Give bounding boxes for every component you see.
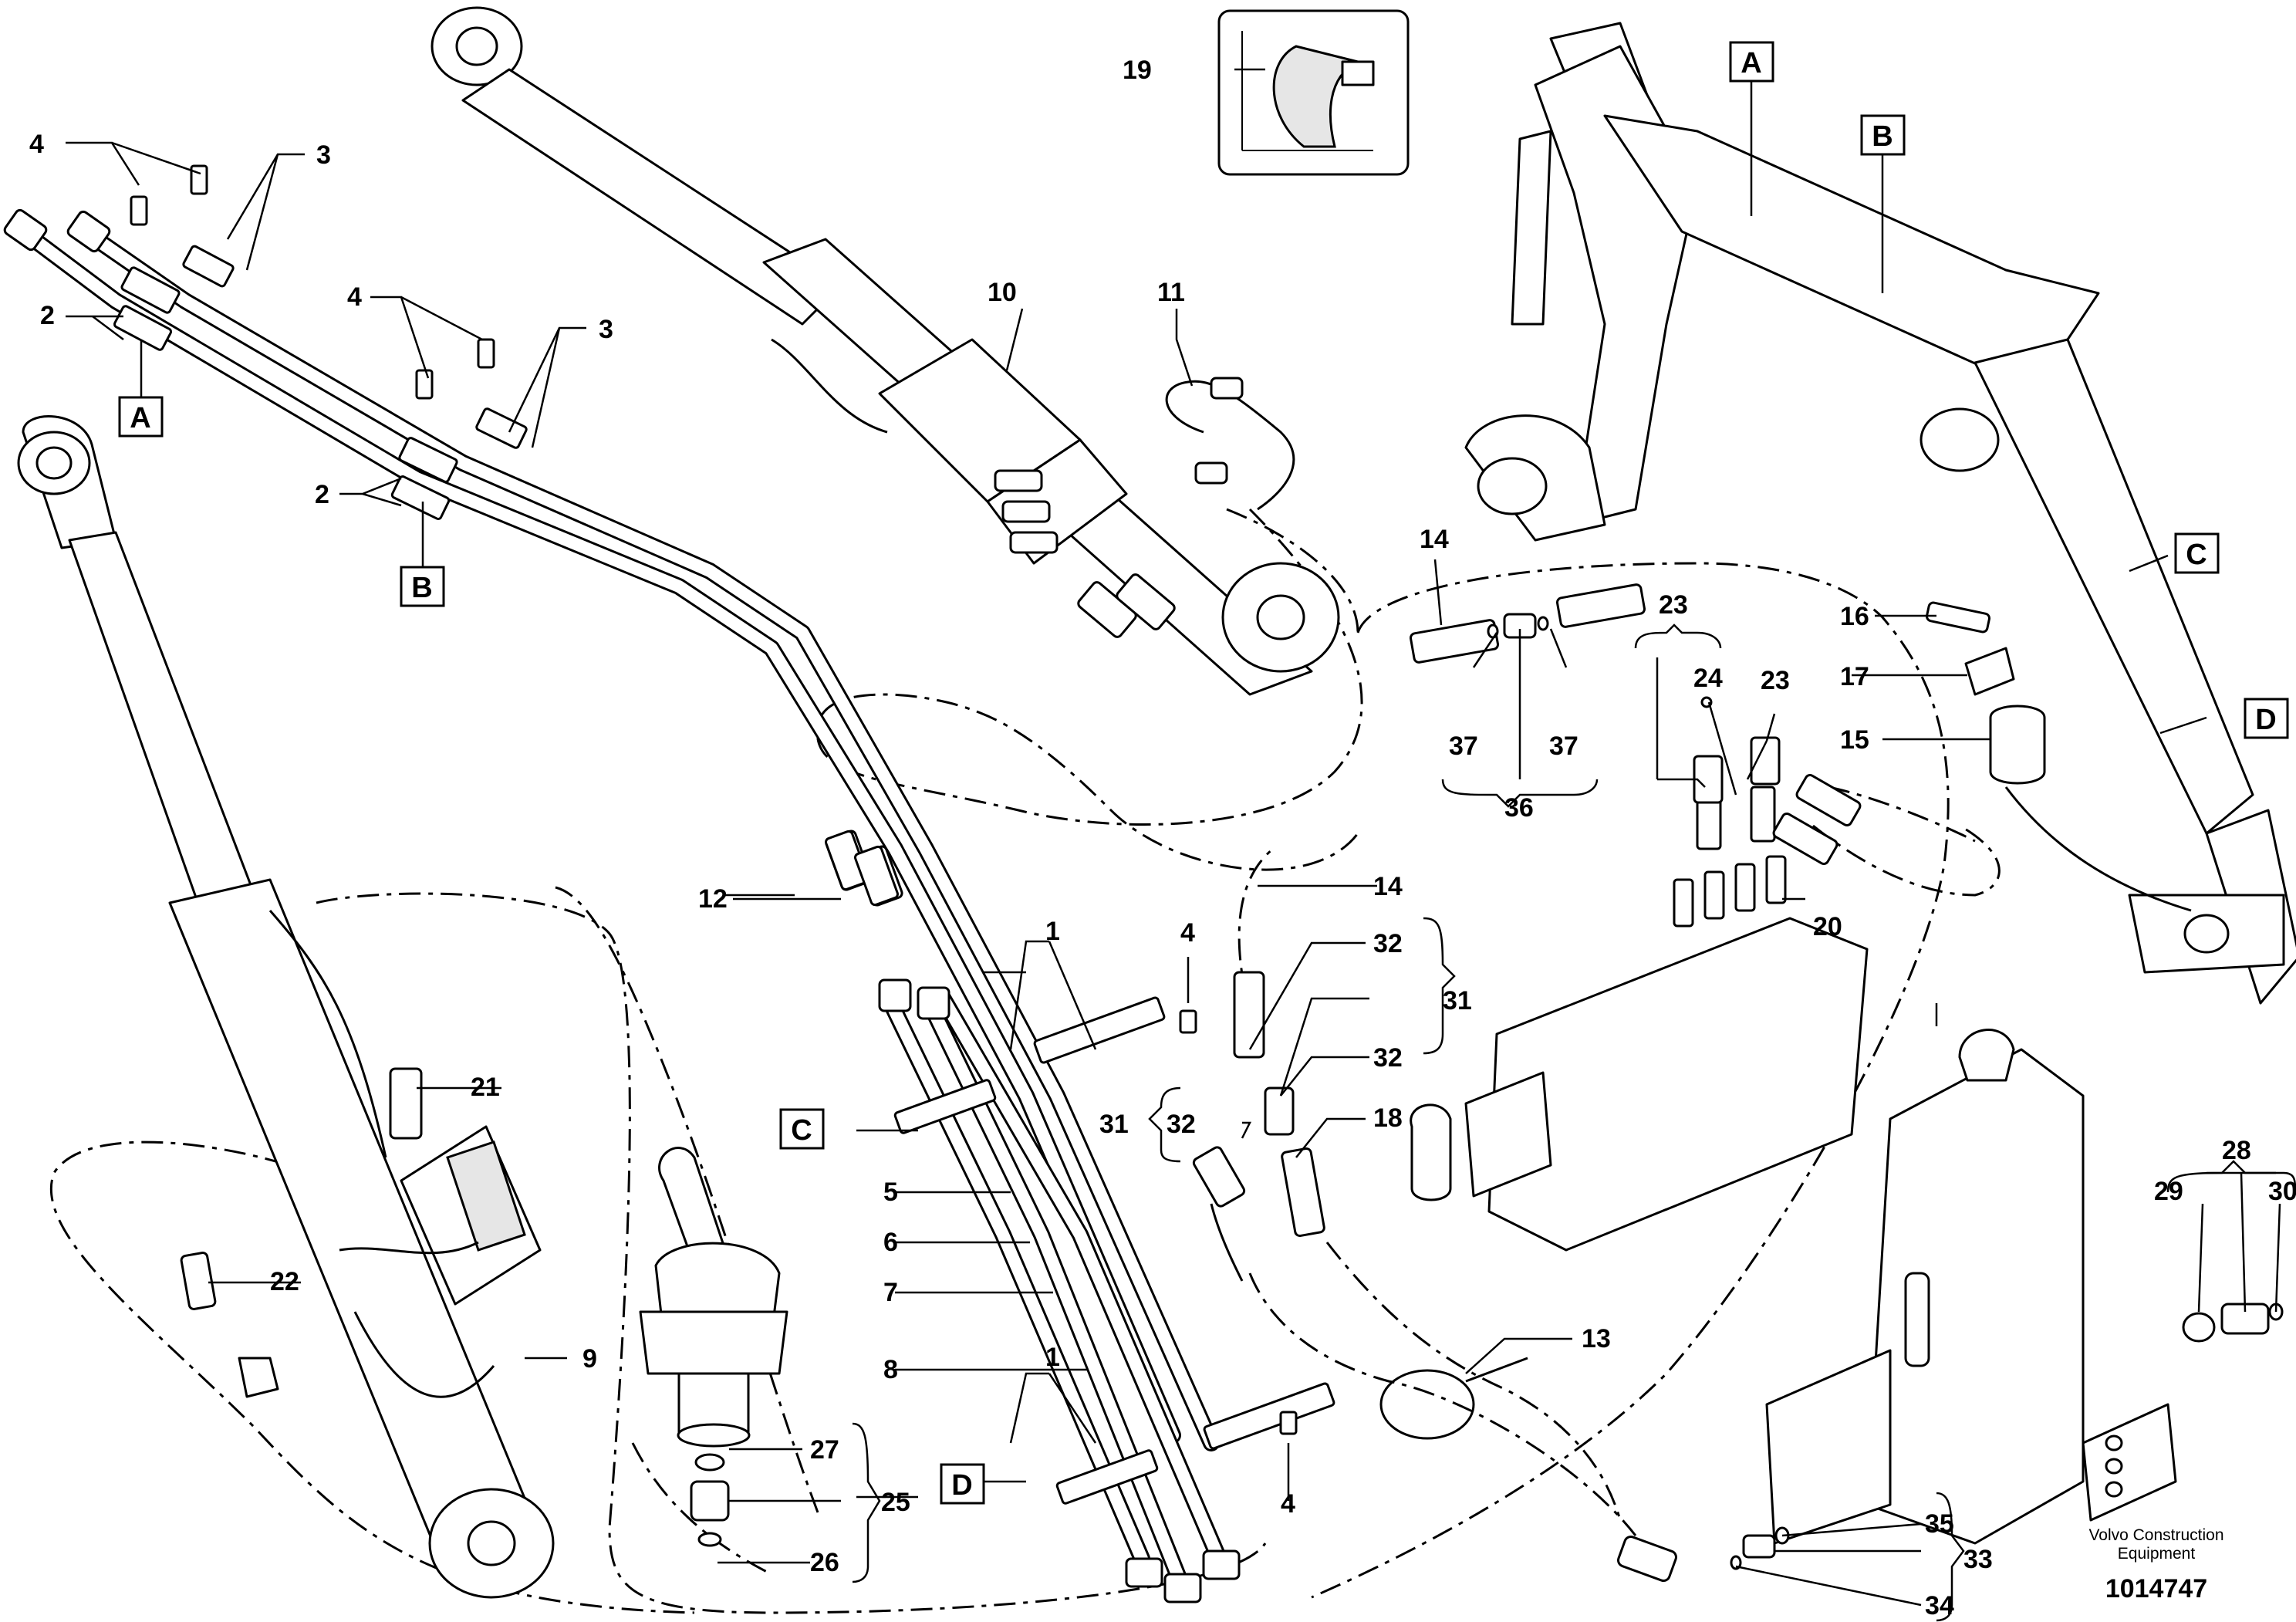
callout-1: 1 (1045, 917, 1060, 946)
callout-4: 4 (347, 282, 362, 312)
callout-31: 31 (1099, 1110, 1129, 1139)
callout-25: 25 (881, 1488, 910, 1517)
callout-16: 16 (1840, 602, 1869, 631)
callout-27: 27 (810, 1435, 839, 1465)
adapters-20 (1772, 773, 1862, 866)
arm-cylinder (430, 6, 1340, 696)
callout-32: 32 (1373, 1043, 1403, 1073)
detail-box-d (2244, 698, 2289, 739)
detail-box-b (400, 566, 445, 607)
callout-3: 3 (599, 315, 613, 344)
adapter-set-center (1192, 971, 1325, 1282)
callout-labels: 1 1 2 2 3 3 4 4 4 4 5 6 7 8 9 10 11 12 1… (29, 56, 2296, 1620)
detail-box-a (118, 396, 164, 438)
cap-bolt-clip (1925, 601, 2192, 912)
leader-lines (66, 68, 2281, 1607)
svg-text:B: B (1872, 120, 1893, 153)
svg-text:C: C (2186, 539, 2207, 571)
brand-block: Volvo Construction Equipment 1014747 (2088, 1526, 2223, 1603)
svg-text:D: D (951, 1469, 972, 1502)
control-valve-block (1410, 786, 1869, 1252)
callout-6: 6 (883, 1228, 898, 1257)
callout-32: 32 (1167, 1110, 1196, 1139)
fittings-21-22 (180, 1067, 423, 1398)
callout-1: 1 (1045, 1343, 1060, 1372)
callout-7: 7 (883, 1278, 898, 1307)
callout-37: 37 (1449, 732, 1478, 761)
cylinder-adapters (1077, 573, 1176, 638)
working-range-inset (1217, 9, 1410, 176)
adapter-set-33 (1617, 1526, 1790, 1583)
callout-30: 30 (2268, 1177, 2296, 1206)
callout-4: 4 (29, 130, 44, 159)
document-number: 1014747 (2105, 1574, 2207, 1603)
boom-arm-structure (1464, 22, 2296, 1005)
hose-rupture-valve (268, 910, 542, 1398)
detail-box-c (2174, 532, 2220, 574)
callout-34: 34 (1925, 1591, 1954, 1620)
callout-23: 23 (1659, 590, 1688, 620)
boom-cylinder (17, 415, 555, 1599)
hose-11 (1165, 377, 1295, 511)
callout-29: 29 (2154, 1177, 2183, 1206)
connectors-12 (825, 830, 899, 907)
lower-pipe-clamps (893, 996, 1335, 1505)
callout-13: 13 (1582, 1324, 1611, 1353)
callout-15: 15 (1840, 725, 1869, 755)
callout-28: 28 (2222, 1136, 2251, 1165)
detail-ref-boxes: A B C D A B C D (118, 41, 2289, 1505)
svg-text:A: A (1741, 47, 1761, 79)
hydraulic-tank (1765, 1029, 2085, 1545)
callout-2: 2 (40, 301, 55, 330)
callout-32: 32 (1373, 929, 1403, 958)
brand-line-1: Volvo Construction (2088, 1526, 2223, 1544)
group-brackets (852, 623, 2296, 1622)
pipe-clamps (113, 164, 528, 520)
brand-line-2: Equipment (2118, 1545, 2196, 1563)
callout-36: 36 (1504, 793, 1534, 823)
callout-5: 5 (883, 1178, 898, 1207)
callout-17: 17 (1840, 662, 1869, 691)
callout-23: 23 (1761, 666, 1790, 695)
callout-3: 3 (316, 140, 331, 170)
svg-text:C: C (791, 1114, 812, 1147)
callout-10: 10 (988, 278, 1017, 307)
callout-19: 19 (1123, 56, 1152, 85)
detail-box-d (940, 1463, 985, 1505)
adapter-25 (690, 1453, 730, 1547)
callout-14: 14 (1373, 872, 1403, 901)
adapter-set-28 (2082, 1303, 2284, 1522)
callout-24: 24 (1693, 664, 1723, 693)
pipe-bundle-lower (879, 987, 1227, 1590)
svg-text:D: D (2255, 704, 2276, 736)
callout-31: 31 (1443, 986, 1472, 1015)
load-holding-valve (771, 338, 1128, 565)
callout-35: 35 (1925, 1509, 1954, 1539)
callout-37: 37 (1549, 732, 1578, 761)
cable-tie (1379, 1357, 1528, 1440)
callout-21: 21 (471, 1073, 500, 1102)
callout-20: 20 (1813, 912, 1842, 941)
adapter-set-top (1409, 583, 1646, 664)
detail-box-a (1729, 41, 1774, 83)
callout-4: 4 (1180, 918, 1195, 948)
callout-9: 9 (582, 1344, 597, 1374)
tee-fittings (1693, 696, 1781, 804)
callout-8: 8 (883, 1355, 898, 1384)
callout-22: 22 (270, 1267, 299, 1296)
svg-text:A: A (130, 402, 150, 434)
svg-text:B: B (411, 572, 432, 604)
control-joystick (639, 1147, 788, 1448)
callout-12: 12 (698, 884, 728, 914)
detail-box-b (1860, 114, 1906, 156)
callout-18: 18 (1373, 1103, 1403, 1133)
callout-11: 11 (1157, 278, 1185, 307)
callout-26: 26 (810, 1548, 839, 1577)
callout-14: 14 (1420, 525, 1449, 554)
detail-box-c (779, 1108, 825, 1150)
callout-2: 2 (315, 480, 329, 509)
callout-4: 4 (1281, 1489, 1295, 1519)
callout-33: 33 (1963, 1545, 1993, 1574)
